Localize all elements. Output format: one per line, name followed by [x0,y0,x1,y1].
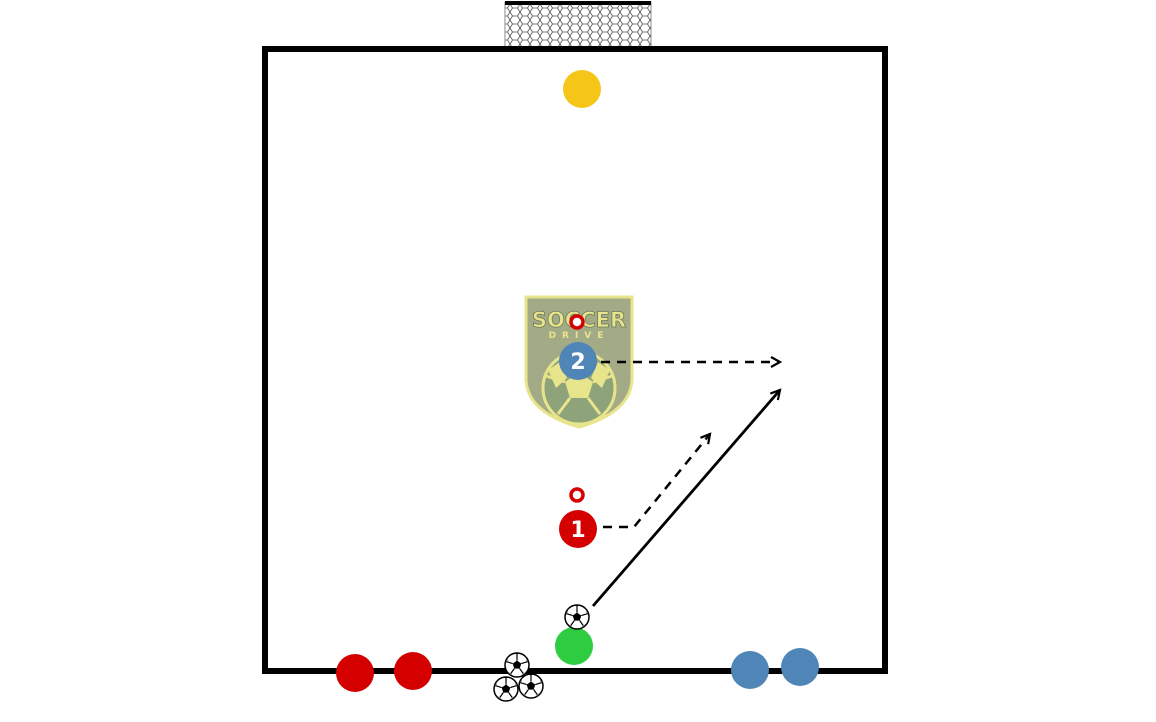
logo-subtitle: DRIVE [549,331,610,341]
cone-marker-icon [569,487,585,503]
blue-player-waiting[interactable] [731,651,769,689]
goal-net-icon [504,1,652,49]
red-player-waiting[interactable] [394,652,432,690]
player-2-label: 2 [570,350,585,375]
soccer-ball-icon [504,652,530,678]
server-player[interactable] [555,627,593,665]
cone-marker-icon [569,314,585,330]
blue-player-waiting[interactable] [781,648,819,686]
player-2[interactable]: 2 [559,342,597,380]
red-player-waiting[interactable] [336,654,374,692]
player-1[interactable]: 1 [559,510,597,548]
player-1-label: 1 [570,518,585,543]
soccer-ball-icon [493,676,519,702]
field-boundary [262,46,888,674]
run-arrow-player-1 [603,434,710,529]
pass-arrow [591,390,780,607]
soccer-ball-icon [518,673,544,699]
goalkeeper[interactable] [563,70,601,108]
soccer-ball-icon [564,604,590,630]
